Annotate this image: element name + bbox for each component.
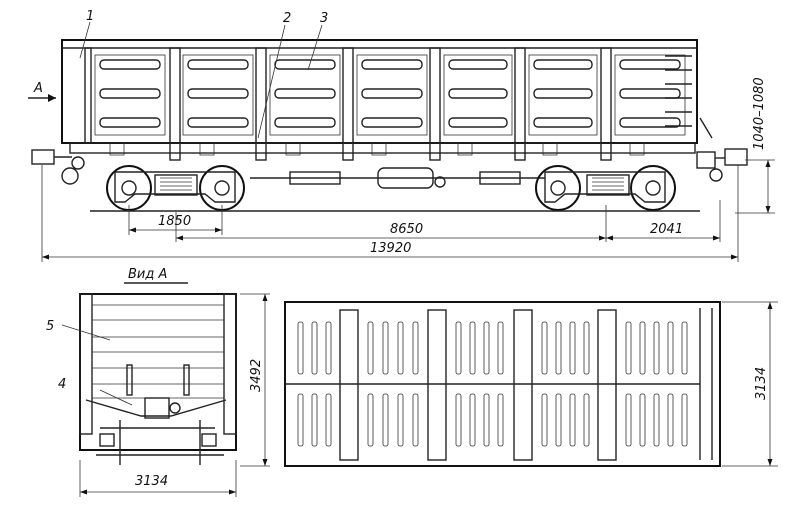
end-view: Вид А <box>46 267 270 497</box>
callout-3: 3 <box>320 11 328 26</box>
callout-2: 2 <box>283 11 291 26</box>
callout-leaders <box>79 21 323 139</box>
wheel <box>535 165 581 211</box>
panel-corrugations <box>99 59 681 128</box>
end-dimension-lines <box>79 293 270 497</box>
coupler-left <box>31 149 85 185</box>
side-panels <box>94 54 686 136</box>
callout-4: 4 <box>58 377 66 392</box>
callout-1: 1 <box>86 9 94 24</box>
dim-plan-width: 3134 <box>754 367 769 400</box>
plan-view: 3134 <box>284 301 778 467</box>
plan-cross-members <box>339 309 617 461</box>
bogie-right <box>535 165 676 211</box>
view-title: Вид А <box>128 267 167 282</box>
end-wall-straps <box>126 364 190 396</box>
plan-hatch-ribs <box>297 321 688 447</box>
dim-end-height: 3492 <box>249 359 264 392</box>
dim-length-over-couplers: 13920 <box>370 241 411 256</box>
end-dimension-arrows <box>80 294 268 495</box>
end-underframe <box>85 397 227 465</box>
callout-leader-4 <box>99 389 133 406</box>
plan-dimension-lines <box>722 301 778 467</box>
door-brackets <box>109 143 645 156</box>
side-sill <box>69 142 696 154</box>
dim-coupler-height: 1040–1080 <box>752 77 767 150</box>
side-view: A <box>28 9 775 262</box>
dim-end-width: 3134 <box>135 474 168 489</box>
callout-5: 5 <box>46 319 54 334</box>
dim-bogie-centers: 8650 <box>390 222 423 237</box>
coupler-right <box>696 148 748 182</box>
wheel <box>630 165 676 211</box>
side-dimension-lines <box>41 159 775 262</box>
dim-end-overhang: 2041 <box>650 222 683 237</box>
end-ladder <box>665 55 713 139</box>
side-dimension-arrows <box>42 160 771 260</box>
end-wall-stakes <box>79 293 237 435</box>
end-wall-outline <box>79 293 237 451</box>
view-marker-a: A <box>33 81 43 96</box>
plan-dimension-arrows <box>767 302 773 466</box>
brake-equipment <box>250 167 545 189</box>
callout-leader-5 <box>61 324 111 341</box>
end-wall-boards <box>92 304 224 399</box>
bogie-left <box>106 165 245 211</box>
dim-bogie-base: 1850 <box>158 214 191 229</box>
